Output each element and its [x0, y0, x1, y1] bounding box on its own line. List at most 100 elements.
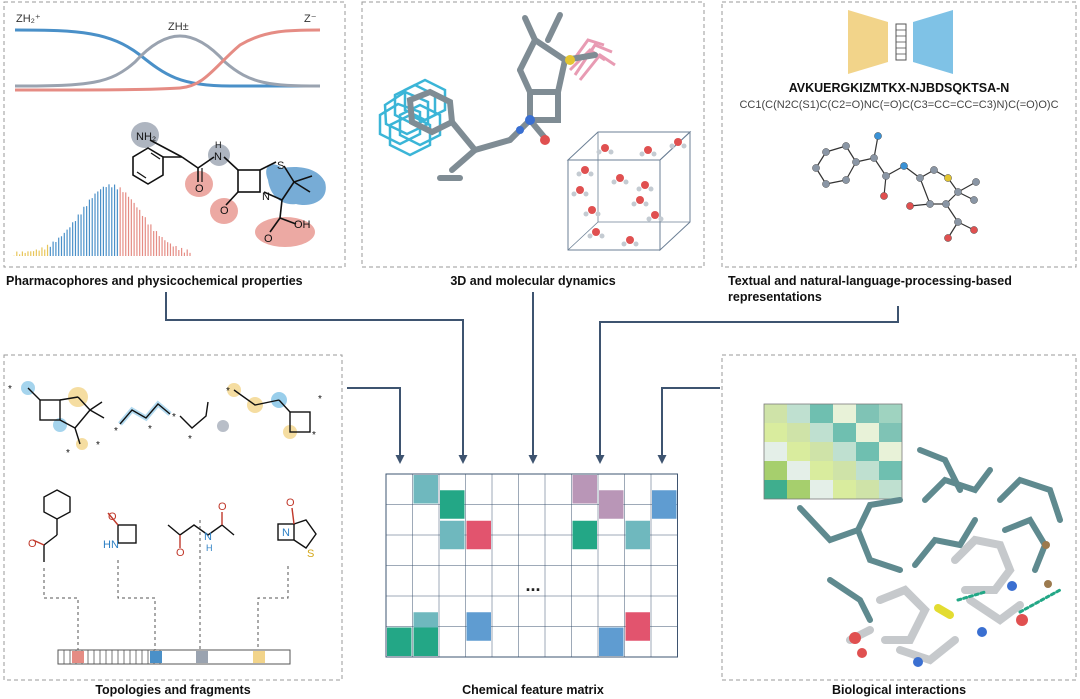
- matrix-cell: [652, 490, 677, 519]
- heatmap-cell: [833, 461, 856, 480]
- water-oxygen: [588, 206, 596, 214]
- matrix-cell: [466, 612, 491, 641]
- water-hydrogen: [583, 191, 589, 197]
- heatmap-cell: [810, 461, 833, 480]
- matrix-cell: [440, 520, 465, 550]
- heatmap-cell: [833, 423, 856, 442]
- species-label-zh2: ZH₂⁺: [16, 13, 41, 25]
- frag-label-o5: O: [286, 497, 295, 509]
- heatmap-cell: [879, 461, 902, 480]
- atom-label-h: H: [215, 140, 222, 150]
- svg-text:*: *: [312, 430, 316, 441]
- water-oxygen: [581, 166, 589, 174]
- water-oxygen: [616, 174, 624, 182]
- heatmap-cell: [856, 461, 879, 480]
- md-ligand-ensemble: [378, 12, 616, 181]
- water-oxygen: [674, 138, 682, 146]
- caption-biological: Biological interactions: [831, 683, 967, 697]
- svg-text:*: *: [114, 426, 118, 437]
- water-hydrogen: [658, 216, 664, 222]
- water-hydrogen: [681, 143, 687, 149]
- matrix-cell: [572, 520, 597, 550]
- heatmap-cell: [856, 423, 879, 442]
- molecular-graph-bonds: [815, 135, 977, 239]
- water-hydrogen: [587, 233, 593, 239]
- graph-atom: [852, 158, 860, 166]
- matrix-cell: [625, 520, 650, 550]
- graph-atom: [954, 188, 962, 196]
- matrix-cell: [625, 612, 650, 641]
- water-oxygen: [592, 228, 600, 236]
- svg-text:*: *: [226, 386, 230, 397]
- svg-text:*: *: [96, 440, 100, 451]
- water-hydrogen: [639, 151, 645, 157]
- water-hydrogen: [571, 191, 577, 197]
- heatmap-cell: [879, 480, 902, 499]
- fingerprint-bit: [72, 651, 84, 663]
- frag-label-o3: O: [176, 547, 185, 559]
- water-hydrogen: [583, 211, 589, 217]
- water-hydrogen: [633, 241, 639, 247]
- water-hydrogen: [631, 201, 637, 207]
- heatmap-cell: [787, 423, 810, 442]
- fragment-structures: O HN O O O N H N S O: [28, 489, 317, 562]
- water-hydrogen: [611, 179, 617, 185]
- heatmap-cell: [787, 461, 810, 480]
- heatmap-cell: [879, 442, 902, 461]
- caption-topologies: Topologies and fragments: [95, 683, 251, 697]
- molecular-graph-atoms: [812, 132, 980, 242]
- penicillin-structure: NH₂ N H O S N O OH O: [131, 122, 326, 247]
- heatmap-cell: [810, 404, 833, 423]
- frag-label-s: S: [307, 548, 314, 560]
- matrix-cell: [599, 490, 624, 519]
- topology-fragments: * * * * * * * * * *: [8, 381, 322, 459]
- graph-atom: [930, 166, 938, 174]
- water-hydrogen: [596, 149, 602, 155]
- heatmap-frame: [763, 403, 903, 500]
- water-hydrogen: [648, 186, 654, 192]
- water-oxygen: [601, 144, 609, 152]
- water-hydrogen: [651, 151, 657, 157]
- panel-border-textual: [721, 1, 1077, 268]
- graph-atom: [970, 226, 978, 234]
- heatmap-cell: [879, 404, 902, 423]
- water-hydrogen: [595, 211, 601, 217]
- matrix-cell: [572, 475, 597, 504]
- water-hydrogen: [588, 171, 594, 177]
- heatmap-cell: [787, 480, 810, 499]
- heatmap-cell: [764, 442, 787, 461]
- svg-text:*: *: [8, 384, 12, 395]
- heatmap-cell: [833, 404, 856, 423]
- graph-atom: [874, 132, 882, 140]
- protein-atom-dots: [849, 541, 1052, 667]
- heatmap-cell: [810, 480, 833, 499]
- water-oxygen: [576, 186, 584, 194]
- heatmap-cell: [833, 480, 856, 499]
- heatmap-cell: [833, 442, 856, 461]
- caption-matrix: Chemical feature matrix: [462, 683, 604, 697]
- fingerprint-bit: [253, 651, 265, 663]
- water-hydrogen: [643, 201, 649, 207]
- frag-label-n2: N: [282, 527, 290, 539]
- atom-label-o3: O: [264, 233, 273, 245]
- svg-text:*: *: [66, 448, 70, 459]
- svg-text:*: *: [172, 412, 176, 423]
- graph-atom: [916, 174, 924, 182]
- matrix-ellipsis: ...: [525, 575, 540, 595]
- species-label-zh: ZH±: [168, 21, 189, 33]
- heatmap-cell: [810, 442, 833, 461]
- caption-pharmacophores: Pharmacophores and physicochemical prope…: [6, 274, 303, 288]
- frag-label-n1: N: [204, 531, 212, 543]
- property-histogram: [13, 184, 191, 256]
- water-hydrogen: [608, 149, 614, 155]
- panel-border-pharmacophores: [3, 1, 346, 268]
- heatmap-cell: [764, 461, 787, 480]
- water-hydrogen: [621, 241, 627, 247]
- graph-atom: [822, 148, 830, 156]
- fingerprint-dashed-links: [43, 520, 289, 650]
- water-oxygen: [641, 181, 649, 189]
- water-oxygen: [626, 236, 634, 244]
- atom-label-o1: O: [195, 183, 204, 195]
- graph-atom: [900, 162, 908, 170]
